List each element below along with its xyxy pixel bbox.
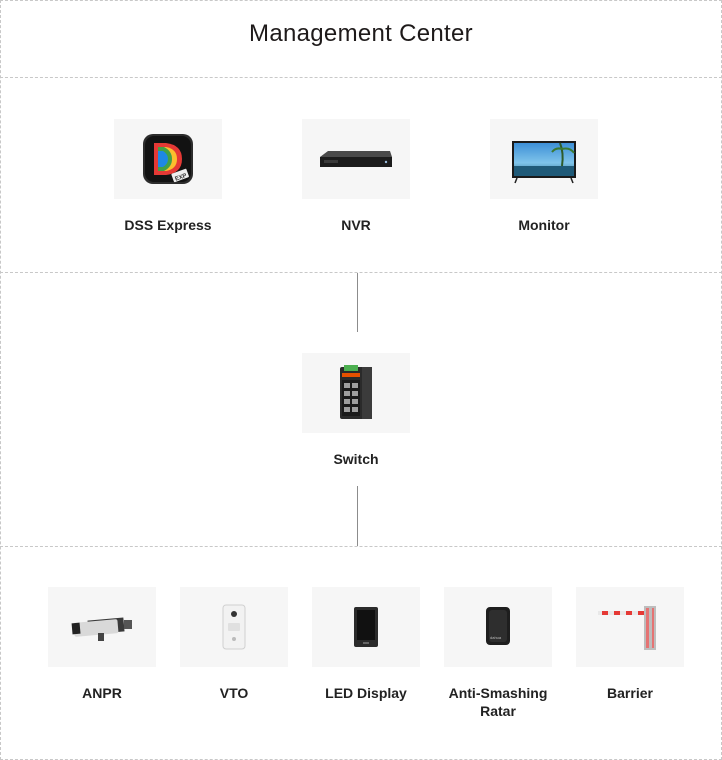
barrier-label: Barrier: [607, 685, 653, 701]
dss-express-card: EXP: [114, 119, 222, 199]
switch-label: Switch: [333, 451, 379, 467]
network-switch-icon: [340, 365, 372, 419]
nvr-label: NVR: [341, 217, 371, 233]
anti-smashing-label: Anti-Smashing Ratar: [424, 684, 572, 720]
switch-card: [302, 353, 410, 433]
section-divider-middle: [0, 272, 722, 273]
section-divider-bottom: [0, 546, 722, 547]
dss-express-logo-icon: EXP: [143, 134, 193, 184]
monitor-screen-icon: [512, 141, 576, 184]
led-display-icon: [354, 607, 378, 647]
anpr-label: ANPR: [82, 685, 122, 701]
barrier-gate-icon: [598, 606, 656, 650]
led-display-label: LED Display: [325, 685, 407, 701]
vto-card: [180, 587, 288, 667]
anti-smashing-label-line2: Ratar: [480, 703, 516, 719]
anpr-card: [48, 587, 156, 667]
anti-smashing-card: dahua: [444, 587, 552, 667]
barrier-card: [576, 587, 684, 667]
section-divider-top: [0, 77, 722, 78]
dss-express-label: DSS Express: [124, 217, 212, 233]
vto-intercom-icon: [222, 604, 246, 650]
led-display-card: [312, 587, 420, 667]
monitor-label: Monitor: [518, 217, 570, 233]
anti-smashing-label-line1: Anti-Smashing: [448, 685, 548, 701]
svg-text:dahua: dahua: [490, 635, 502, 640]
connector-line-bottom: [357, 486, 358, 546]
connector-line-top: [357, 273, 358, 332]
page-title: Management Center: [249, 20, 473, 47]
nvr-recorder-icon: [320, 151, 392, 167]
svg-text:EXP: EXP: [174, 173, 187, 183]
anti-smashing-reader-icon: dahua: [486, 607, 510, 645]
vto-label: VTO: [219, 685, 249, 701]
nvr-card: [302, 119, 410, 199]
anpr-camera-icon: [71, 617, 132, 641]
monitor-card: [490, 119, 598, 199]
